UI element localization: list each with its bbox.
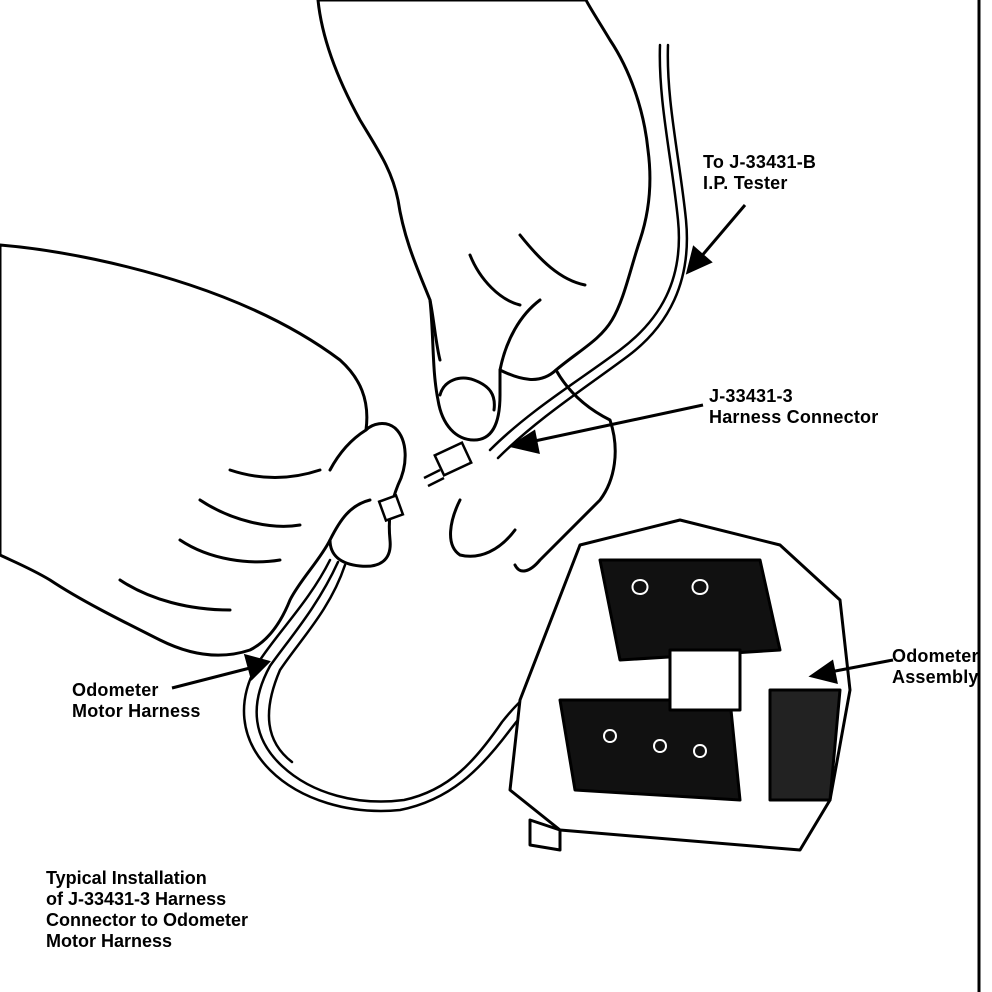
tester-cable xyxy=(488,43,689,460)
arrow-harness-connector xyxy=(529,403,704,444)
label-tester-line1: To J-33431-B xyxy=(703,152,817,172)
arrow-tester xyxy=(698,204,747,259)
label-tester-line2: I.P. Tester xyxy=(703,173,788,193)
label-tester: To J-33431-B I.P. Tester xyxy=(703,152,816,194)
label-motor-harness-line2: Motor Harness xyxy=(72,701,201,721)
caption-line1: Typical Installation xyxy=(46,868,207,888)
figure-caption: Typical Installation of J-33431-3 Harnes… xyxy=(46,868,248,952)
arrow-odometer-assembly xyxy=(829,658,894,674)
leader-arrows xyxy=(171,204,894,690)
label-motor-harness: Odometer Motor Harness xyxy=(72,680,201,722)
label-harness-connector: J-33431-3 Harness Connector xyxy=(709,386,878,428)
label-odometer-assembly-line2: Assembly xyxy=(892,667,979,687)
label-harness-connector-line1: J-33431-3 xyxy=(709,386,793,406)
arrow-motor-harness xyxy=(171,666,251,690)
label-odometer-assembly: Odometer Assembly xyxy=(892,646,979,688)
upper-hand-drawing xyxy=(316,0,652,573)
odometer-assembly-drawing xyxy=(508,518,852,852)
caption-line2: of J-33431-3 Harness xyxy=(46,889,227,909)
harness-connector-plug xyxy=(377,441,473,523)
left-hand-drawing xyxy=(0,243,407,657)
label-odometer-assembly-line1: Odometer xyxy=(892,646,979,666)
label-motor-harness-line1: Odometer xyxy=(72,680,159,700)
label-harness-connector-line2: Harness Connector xyxy=(709,407,879,427)
caption-line3: Connector to Odometer xyxy=(46,910,249,930)
caption-line4: Motor Harness xyxy=(46,931,173,951)
